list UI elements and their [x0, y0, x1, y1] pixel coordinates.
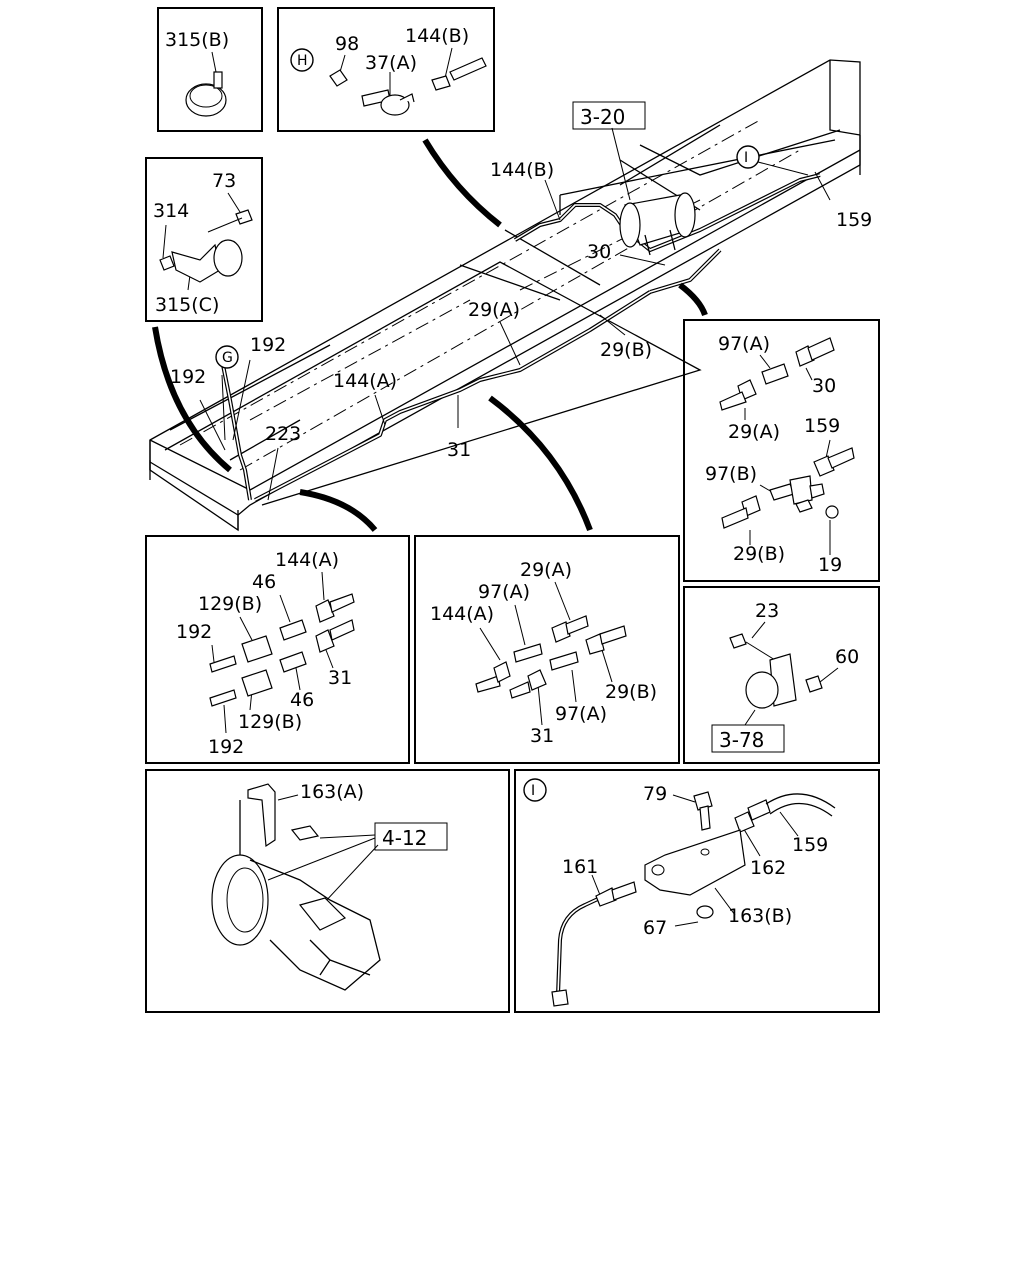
label-29a-main: 29(A): [468, 299, 520, 321]
label-192-a: 192: [250, 334, 286, 356]
detail-box-h: H 98 37(A) 144(B): [277, 7, 495, 132]
label-d1-31: 31: [328, 667, 352, 689]
label-d1-192-b: 192: [208, 736, 244, 758]
ref-4-12[interactable]: 4-12: [382, 826, 427, 850]
circle-i-marker: [736, 145, 760, 169]
ref-box-4-12[interactable]: [374, 822, 448, 851]
label-37a: 37(A): [365, 52, 417, 74]
leader-arcs: [152, 138, 708, 532]
label-314: 314: [153, 200, 189, 222]
label-d2-144a: 144(A): [430, 603, 494, 625]
label-d1-46b: 46: [290, 689, 314, 711]
label-b2-79: 79: [643, 783, 667, 805]
detail-box-i: I 79 159 161 162 163(B) 67: [514, 769, 880, 1013]
label-r-159: 159: [804, 415, 840, 437]
label-315c: 315(C): [155, 294, 219, 316]
label-b1-163a: 163(A): [300, 781, 364, 803]
label-d2-31: 31: [530, 725, 554, 747]
ref-box-3-20[interactable]: [572, 101, 646, 130]
label-d2-29b: 29(B): [605, 681, 657, 703]
label-d1-129b-b: 129(B): [238, 711, 302, 733]
label-d2-97a-bot: 97(A): [555, 703, 607, 725]
label-d3-60: 60: [835, 646, 859, 668]
label-d2-97a-top: 97(A): [478, 581, 530, 603]
circle-i-text: I: [744, 150, 748, 166]
label-31-main: 31: [447, 439, 471, 461]
detail-box-163a: 163(A) 4-12: [145, 769, 510, 1013]
detail-box-315b: 315(B): [157, 7, 263, 132]
label-d3-23: 23: [755, 600, 779, 622]
label-144b-top: 144(B): [405, 25, 469, 47]
frame-assembly: [149, 59, 861, 532]
label-30-main: 30: [587, 241, 611, 263]
circle-g-text: G: [222, 350, 233, 366]
detail-box-right-fittings: 97(A) 30 29(A) 159 97(B) 29(B) 19: [683, 319, 880, 582]
label-d2-29a: 29(A): [520, 559, 572, 581]
ref-3-20[interactable]: 3-20: [580, 105, 625, 129]
label-192-b: 192: [170, 366, 206, 388]
label-159-main: 159: [836, 209, 872, 231]
label-144b-main: 144(B): [490, 159, 554, 181]
detail-box-d3: 23 60 3-78: [683, 586, 880, 764]
label-b2-163b: 163(B): [728, 905, 792, 927]
label-d1-144a: 144(A): [275, 549, 339, 571]
label-315b: 315(B): [165, 29, 229, 51]
label-73: 73: [212, 170, 236, 192]
label-r-29b: 29(B): [733, 543, 785, 565]
label-r-30: 30: [812, 375, 836, 397]
detail-box-d1: 144(A) 46 129(B) 192 31 46 129(B) 192: [145, 535, 410, 764]
main-leaders: [199, 127, 831, 501]
detail-box-315c: 73 314 315(C): [145, 157, 263, 322]
label-r-19: 19: [818, 554, 842, 576]
circle-i-detail: I: [531, 783, 535, 799]
label-223: 223: [265, 423, 301, 445]
circle-g-marker: [215, 345, 239, 369]
label-98: 98: [335, 33, 359, 55]
ref-box-3-78[interactable]: [711, 724, 785, 753]
detail-box-d2: 29(A) 97(A) 144(A) 29(B) 97(A) 31: [414, 535, 680, 764]
label-b2-162: 162: [750, 857, 786, 879]
label-r-97b: 97(B): [705, 463, 757, 485]
label-r-29a: 29(A): [728, 421, 780, 443]
label-29b-main: 29(B): [600, 339, 652, 361]
label-144a-main: 144(A): [333, 370, 397, 392]
label-d1-192-a: 192: [176, 621, 212, 643]
label-b2-161: 161: [562, 856, 598, 878]
circle-h: H: [297, 53, 308, 69]
label-r-97a: 97(A): [718, 333, 770, 355]
label-d1-46a: 46: [252, 571, 276, 593]
ref-3-78[interactable]: 3-78: [719, 728, 764, 752]
label-d1-129b-a: 129(B): [198, 593, 262, 615]
label-b2-67: 67: [643, 917, 667, 939]
label-b2-159: 159: [792, 834, 828, 856]
